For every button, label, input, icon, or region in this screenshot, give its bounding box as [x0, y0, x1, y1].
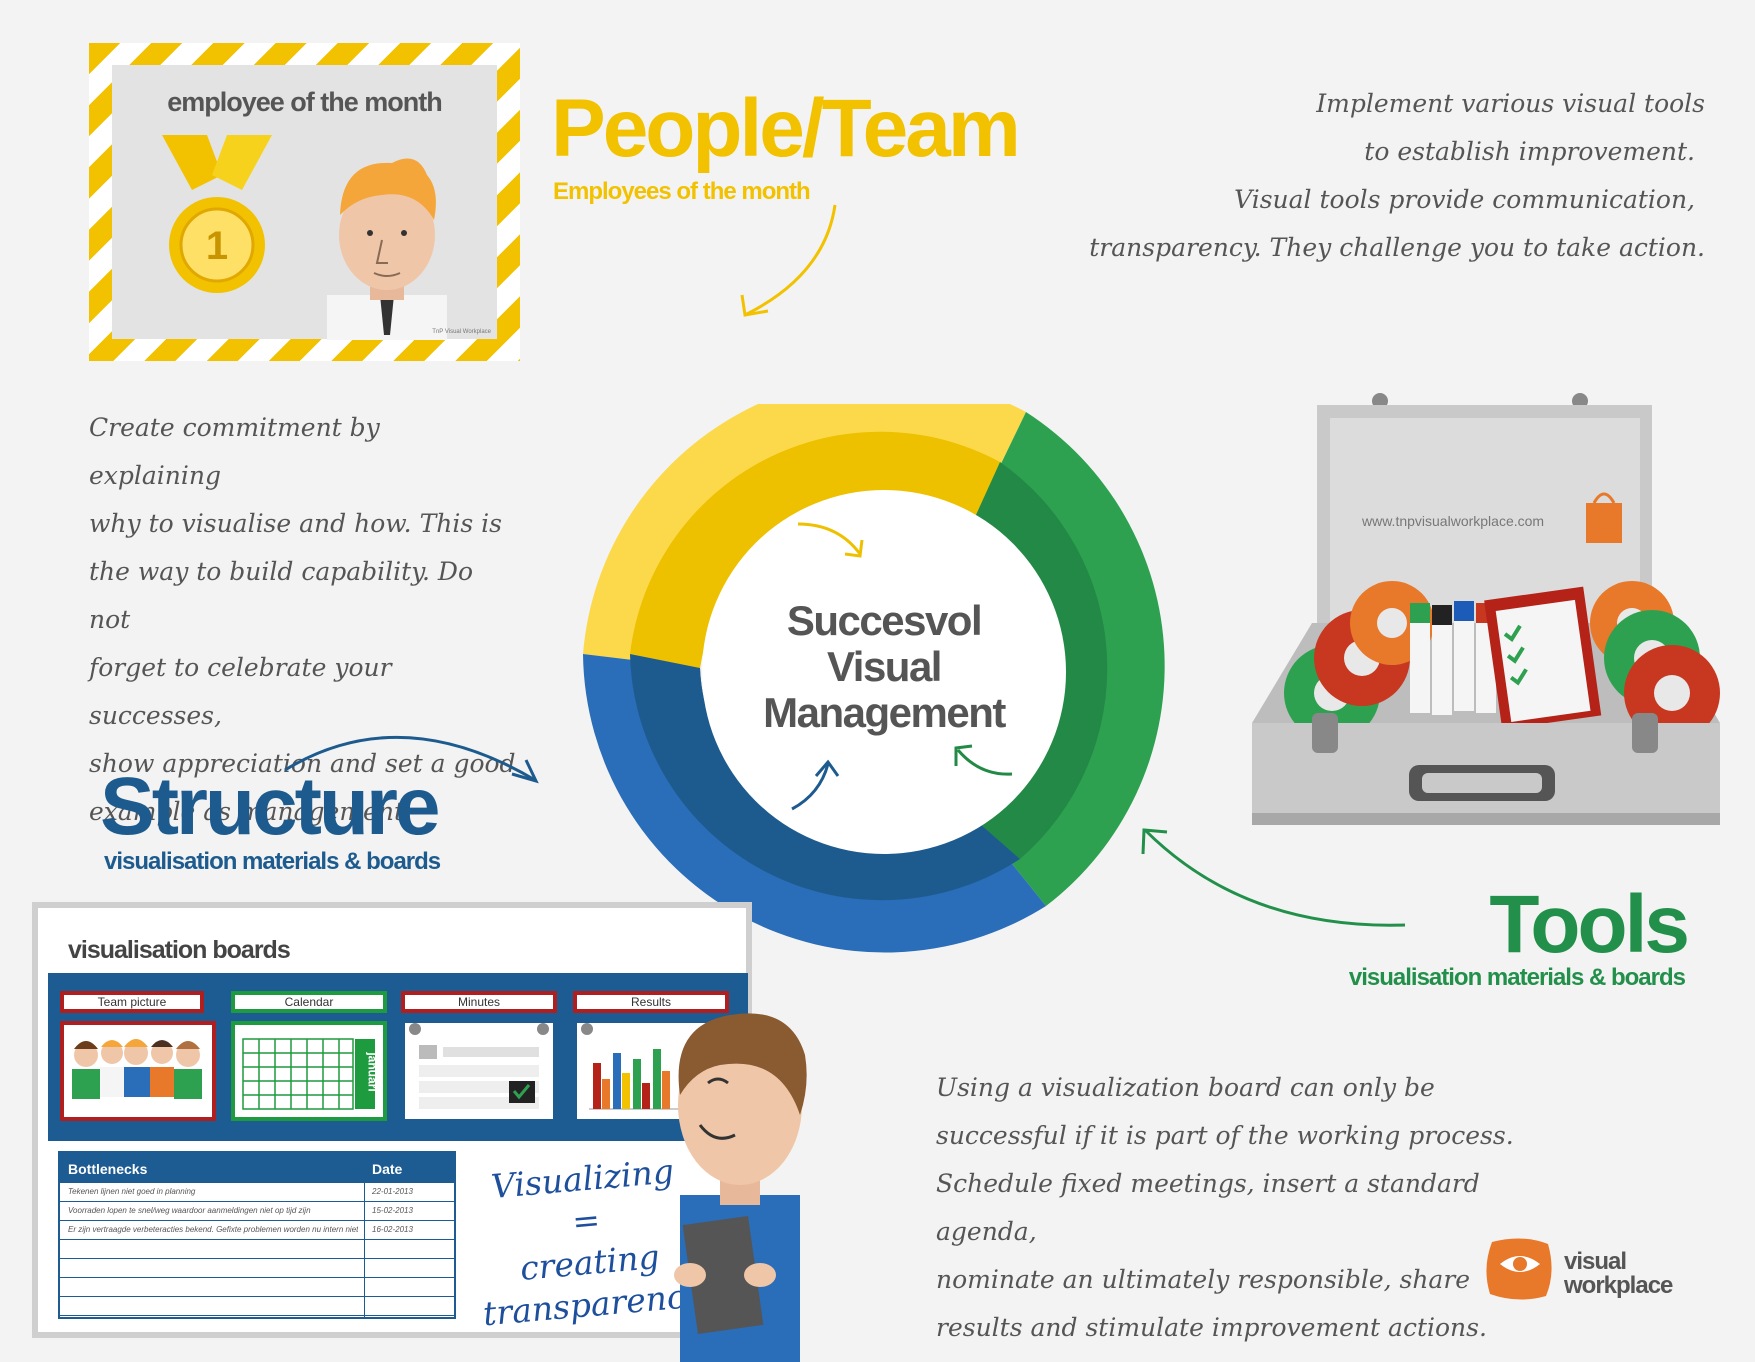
bottleneck-text: Voorraden lopen te snel/weg waardoor aan…	[68, 1206, 311, 1215]
visual-management-cycle	[583, 404, 1165, 953]
bottleneck-date: 16-02-2013	[372, 1225, 413, 1234]
tools-subheading: visualisation materials & boards	[1348, 964, 1686, 991]
bottleneck-text: Tekenen lijnen niet goed in planning	[68, 1187, 196, 1196]
briefcase-illustration	[1252, 393, 1720, 825]
commitment-line: why to visualise and how. This is	[89, 509, 502, 538]
table-row: Tekenen lijnen niet goed in planning 22-…	[60, 1183, 454, 1202]
shopping-bag-icon	[1586, 492, 1622, 543]
table-row: Er zijn vertraagde verbeteracties bekend…	[60, 1221, 454, 1240]
board-description-line: Schedule fixed meetings, insert a standa…	[936, 1169, 1480, 1246]
medal-number: 1	[206, 224, 228, 268]
case-url-text: www.tnpvisualworkplace.com	[1362, 513, 1545, 529]
people-team-heading: People/Team	[551, 83, 1021, 174]
bottlenecks-table: Bottlenecks Date Tekenen lijnen niet goe…	[58, 1151, 456, 1319]
board-panels-area: Team picture Calendar Minutes Results	[48, 973, 748, 1141]
commitment-line: show appreciation and set a good	[89, 749, 516, 778]
card-credit: TnP Visual Workplace	[432, 329, 491, 335]
panel-label-results: Results	[573, 991, 729, 1013]
calendar-grid-illustration	[242, 1038, 375, 1110]
bottleneck-date: 22-01-2013	[372, 1187, 413, 1196]
people-team-subheading: Employees of the month	[553, 178, 811, 205]
structure-heading: Structure	[100, 761, 441, 852]
employee-card-title: employee of the month	[167, 87, 443, 117]
commitment-line: forget to celebrate your successes,	[89, 653, 392, 730]
employee-person-illustration	[327, 158, 447, 340]
team-people-illustration	[72, 1039, 202, 1099]
board-description-line: Using a visualization board can only be	[936, 1073, 1435, 1102]
minutes-document-illustration	[409, 1023, 549, 1109]
intro-line: transparency. They challenge you to take…	[1089, 233, 1705, 262]
employee-of-month-card: employee of the month 1 TnP Visual Workp…	[89, 43, 520, 361]
center-line-3: Management	[763, 689, 1006, 736]
board-title: visualisation boards	[68, 936, 291, 964]
visual-workplace-logo-icon	[1486, 1238, 1552, 1300]
logo-line-1: visual	[1564, 1248, 1627, 1275]
team-picture-panel	[60, 1021, 216, 1121]
table-row: Voorraden lopen te snel/weg waardoor aan…	[60, 1202, 454, 1221]
calendar-month: januari	[365, 1052, 380, 1092]
visualisation-board: visualisation boards Team picture Calend…	[32, 902, 752, 1338]
board-description-line: results and stimulate improvement action…	[936, 1313, 1487, 1342]
board-description-line: nominate an ultimately responsible, shar…	[936, 1265, 1471, 1294]
bottlenecks-table-header: Bottlenecks Date	[60, 1153, 454, 1183]
intro-line: to establish improvement.	[1364, 137, 1695, 166]
center-line-1: Succesvol	[786, 597, 983, 644]
center-line-2: Visual	[827, 643, 942, 690]
center-title: Succesvol Visual Management	[728, 598, 1040, 736]
tools-heading: Tools	[1489, 879, 1690, 970]
intro-line: Visual tools provide communication,	[1234, 185, 1695, 214]
board-description-text: Using a visualization board can only be …	[936, 1064, 1576, 1352]
commitment-line: example as management.	[89, 797, 412, 826]
table-row	[60, 1240, 454, 1259]
commitment-line: Create commitment by explaining	[89, 413, 380, 490]
structure-arrow-icon	[284, 735, 539, 784]
tools-arrow-icon	[1141, 828, 1406, 927]
bottleneck-date: 15-02-2013	[372, 1206, 413, 1215]
curved-arrow-icon	[740, 204, 837, 317]
intro-text: Implement various visual tools to establ…	[1065, 80, 1705, 272]
intro-line: Implement various visual tools	[1316, 89, 1705, 118]
visual-workplace-logo-text: visual workplace	[1564, 1248, 1673, 1299]
date-column-header: Date	[372, 1161, 403, 1177]
bottleneck-text: Er zijn vertraagde verbeteracties bekend…	[68, 1225, 358, 1234]
table-row	[60, 1259, 454, 1278]
medal-icon: 1	[162, 135, 272, 293]
panel-label-calendar: Calendar	[231, 991, 387, 1013]
commitment-line: the way to build capability. Do not	[89, 557, 473, 634]
board-description-line: successful if it is part of the working …	[936, 1121, 1514, 1150]
table-row	[60, 1297, 454, 1316]
structure-subheading: visualisation materials & boards	[104, 848, 441, 875]
table-row	[60, 1278, 454, 1297]
panel-label-team-picture: Team picture	[60, 991, 204, 1013]
logo-line-2: workplace	[1564, 1272, 1673, 1299]
minutes-panel	[405, 1023, 553, 1119]
panel-label-minutes: Minutes	[401, 991, 557, 1013]
bottlenecks-column-header: Bottlenecks	[68, 1161, 148, 1177]
commitment-text: Create commitment by explaining why to v…	[89, 404, 519, 836]
presenter-person-illustration	[674, 1013, 807, 1362]
calendar-panel: januari	[231, 1021, 387, 1121]
employee-card-inner: employee of the month 1 TnP Visual Workp…	[112, 65, 497, 340]
